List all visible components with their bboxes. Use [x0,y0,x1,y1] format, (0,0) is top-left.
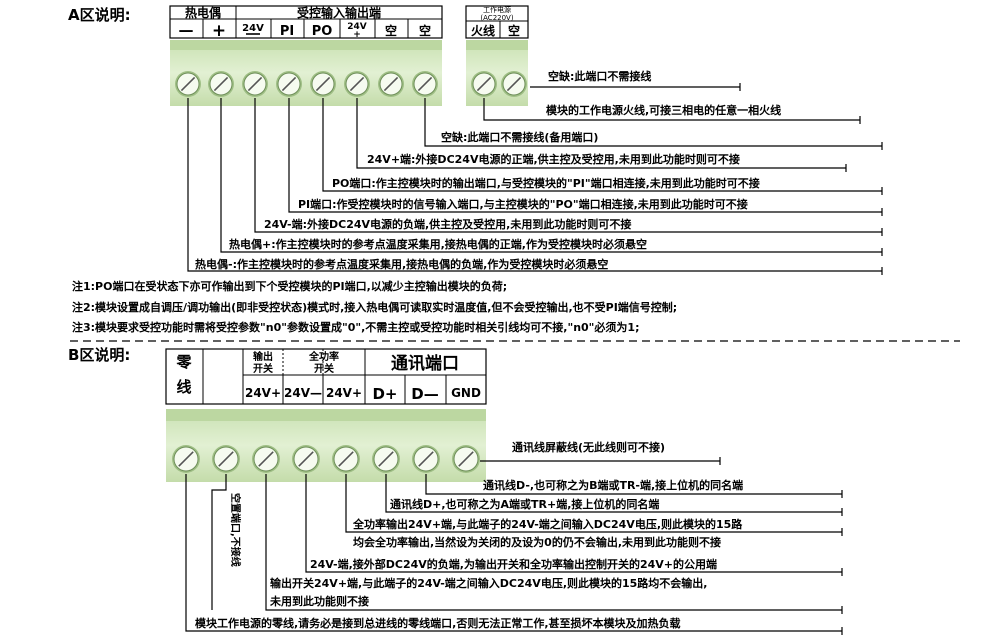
terminal-a3-label: 24V [242,23,264,34]
annotation-a-thermo-minus: 热电偶-:作主控模块时的参考点温度采集用,接热电偶的负端,作为受控模块时必须悬空 [195,257,608,271]
annotation-b-full-power-1: 全功率输出24V+端,与此端子的24V-端之间输入DC24V电压,则此模块的15… [352,517,743,531]
leader-a2 [220,98,882,253]
terminal-a6-label: 24V [347,22,367,32]
note-1: 注1:PO端口在受状态下亦可作输出到下个受控模块的PI端口,以减少主控输出模块的… [72,279,507,293]
screw-b1 [172,445,200,473]
terminal-b6-label: D+ [372,385,397,403]
annotation-a-pi: PI端口:作受控模块时的信号输入端口,与主控模块的"PO"端口相连接,未用到此功… [298,197,748,211]
leader-a6 [356,98,846,169]
power-header-voltage: (AC220V) [480,14,513,22]
screw-b3 [252,445,280,473]
screw-power-empty [501,71,527,97]
vertical-note-unused-port: 空置端口,不接线 [229,493,242,567]
leader-power-live [483,98,860,121]
header-output-switch-1: 输出 [253,350,273,363]
terminal-a7-label: 空 [385,23,397,38]
leader-b2 [211,474,227,610]
terminal-block-b [166,409,486,482]
screw-b6 [372,445,400,473]
power-header: 工作电源 (AC220V) 火线 空 [465,5,529,39]
annotation-b-d-minus: 通讯线D-,也可称之为B端或TR-端,接上位机的同名端 [483,478,743,492]
section-a-header: 热电偶 受控输入输出端 — + 24V PI PO 24V + 空 空 [169,5,443,41]
section-a-title: A区说明: [68,6,131,24]
power-header-title: 工作电源 [483,5,511,14]
screw-a6 [344,71,370,97]
zero-line-label-1: 零 [175,353,192,371]
terminal-b5-label: 24V+ [326,386,362,400]
annotation-a-power-empty: 空缺:此端口不需接线 [548,69,651,83]
screw-power-live [471,71,497,97]
leader-b4 [305,474,842,573]
screw-b4 [292,445,320,473]
annotation-b-output-switch-2: 未用到此功能则不接 [269,594,369,608]
annotation-a-power-live: 模块的工作电源火线,可接三相电的任意一相火线 [546,103,781,117]
leader-a4 [288,98,882,213]
leader-b6 [385,474,842,513]
terminal-a8-label: 空 [419,23,431,38]
annotation-b-shield: 通讯线屏蔽线(无此线则可不接) [512,440,665,454]
leader-a5 [322,98,882,192]
annotation-a-po: PO端口:作主控模块时的输出端口,与受控模块的"PI"端口相连接,未用到此功能时… [332,176,760,190]
power-empty-label: 空 [508,23,520,38]
annotation-a-24v-plus: 24V+端:外接DC24V电源的正端,供主控及受控用,未用到此功能时则可不接 [367,152,740,166]
zero-line-label-2: 线 [176,378,191,396]
screw-a1 [175,71,201,97]
leader-a1 [187,98,882,272]
screw-b2 [212,445,240,473]
annotation-b-output-switch-1: 输出开关24V+端,与此端子的24V-端之间输入DC24V电压,则此模块的15路… [270,576,708,590]
header-controlled-io: 受控输入输出端 [297,5,381,20]
screw-b5 [332,445,360,473]
section-b-title: B区说明: [68,346,130,364]
terminal-b8-label: GND [451,386,481,400]
header-full-power-1: 全功率 [308,350,339,363]
annotation-b-full-power-2: 均会全功率输出,当然设为关闭的及设为0的仍不会输出,未用到此功能则不接 [353,535,721,549]
screw-a7 [378,71,404,97]
terminal-a2-label: + [212,21,226,41]
screw-a4 [276,71,302,97]
screw-a8 [412,71,438,97]
terminal-a5-label: PO [312,24,333,39]
screws-a [175,71,527,97]
power-live-label: 火线 [471,23,495,38]
section-b-header: 零 线 输出 开关 全功率 开关 通讯端口 24V+ 24V— 24V+ D+ … [165,348,487,405]
terminal-a1-label: — [179,21,194,39]
leader-b5 [345,474,842,533]
screw-a2 [208,71,234,97]
screw-b7 [412,445,440,473]
annotation-b-d-plus: 通讯线D+,也可称之为A端或TR+端,接上位机的同名端 [390,497,659,511]
terminal-a4-label: PI [280,24,294,39]
annotation-a-thermo-plus: 热电偶+:作主控模块时的参考点温度采集用,接热电偶的正端,作为受控模块时必须悬空 [229,237,647,251]
header-comm-port: 通讯端口 [391,353,459,374]
leader-b7 [425,474,842,495]
terminal-b7-label: D— [411,385,438,403]
annotation-a-24v-minus: 24V-端:外接DC24V电源的负端,供主控及受控用,未用到此功能时则可不接 [264,217,631,231]
terminal-block-a [170,40,442,106]
header-output-switch-2: 开关 [253,362,273,375]
terminal-b4-label: 24V— [284,386,322,400]
screws-b [172,445,480,473]
leader-b1 [185,474,842,632]
screw-a3 [242,71,268,97]
leader-b3 [265,474,842,611]
leader-a8 [424,98,882,147]
leader-a3 [254,98,882,233]
screw-a5 [310,71,336,97]
annotation-b-neutral: 模块工作电源的零线,请务必是接到总进线的零线端口,否则无法正常工作,甚至损坏本模… [195,616,681,630]
note-3: 注3:模块要求受控功能时需将受控参数"n0"参数设置成"0",不需主控或受控功能… [72,320,639,334]
header-thermocouple: 热电偶 [185,5,221,20]
header-full-power-2: 开关 [314,362,334,375]
note-2: 注2:模块设置成自调压/调功输出(即非受控状态)模式时,接入热电偶可读取实时温度… [72,300,677,314]
annotation-a-spare: 空缺:此端口不需接线(备用端口) [441,130,598,144]
annotation-b-24v-minus: 24V-端,接外部DC24V的负端,为输出开关和全功率输出控制开关的24V+的公… [310,557,717,571]
leaders-b [185,457,843,635]
screw-b8 [452,445,480,473]
plus-sign-icon: + [353,30,361,40]
leaders-a [187,83,883,275]
terminal-b3-label: 24V+ [245,386,281,400]
